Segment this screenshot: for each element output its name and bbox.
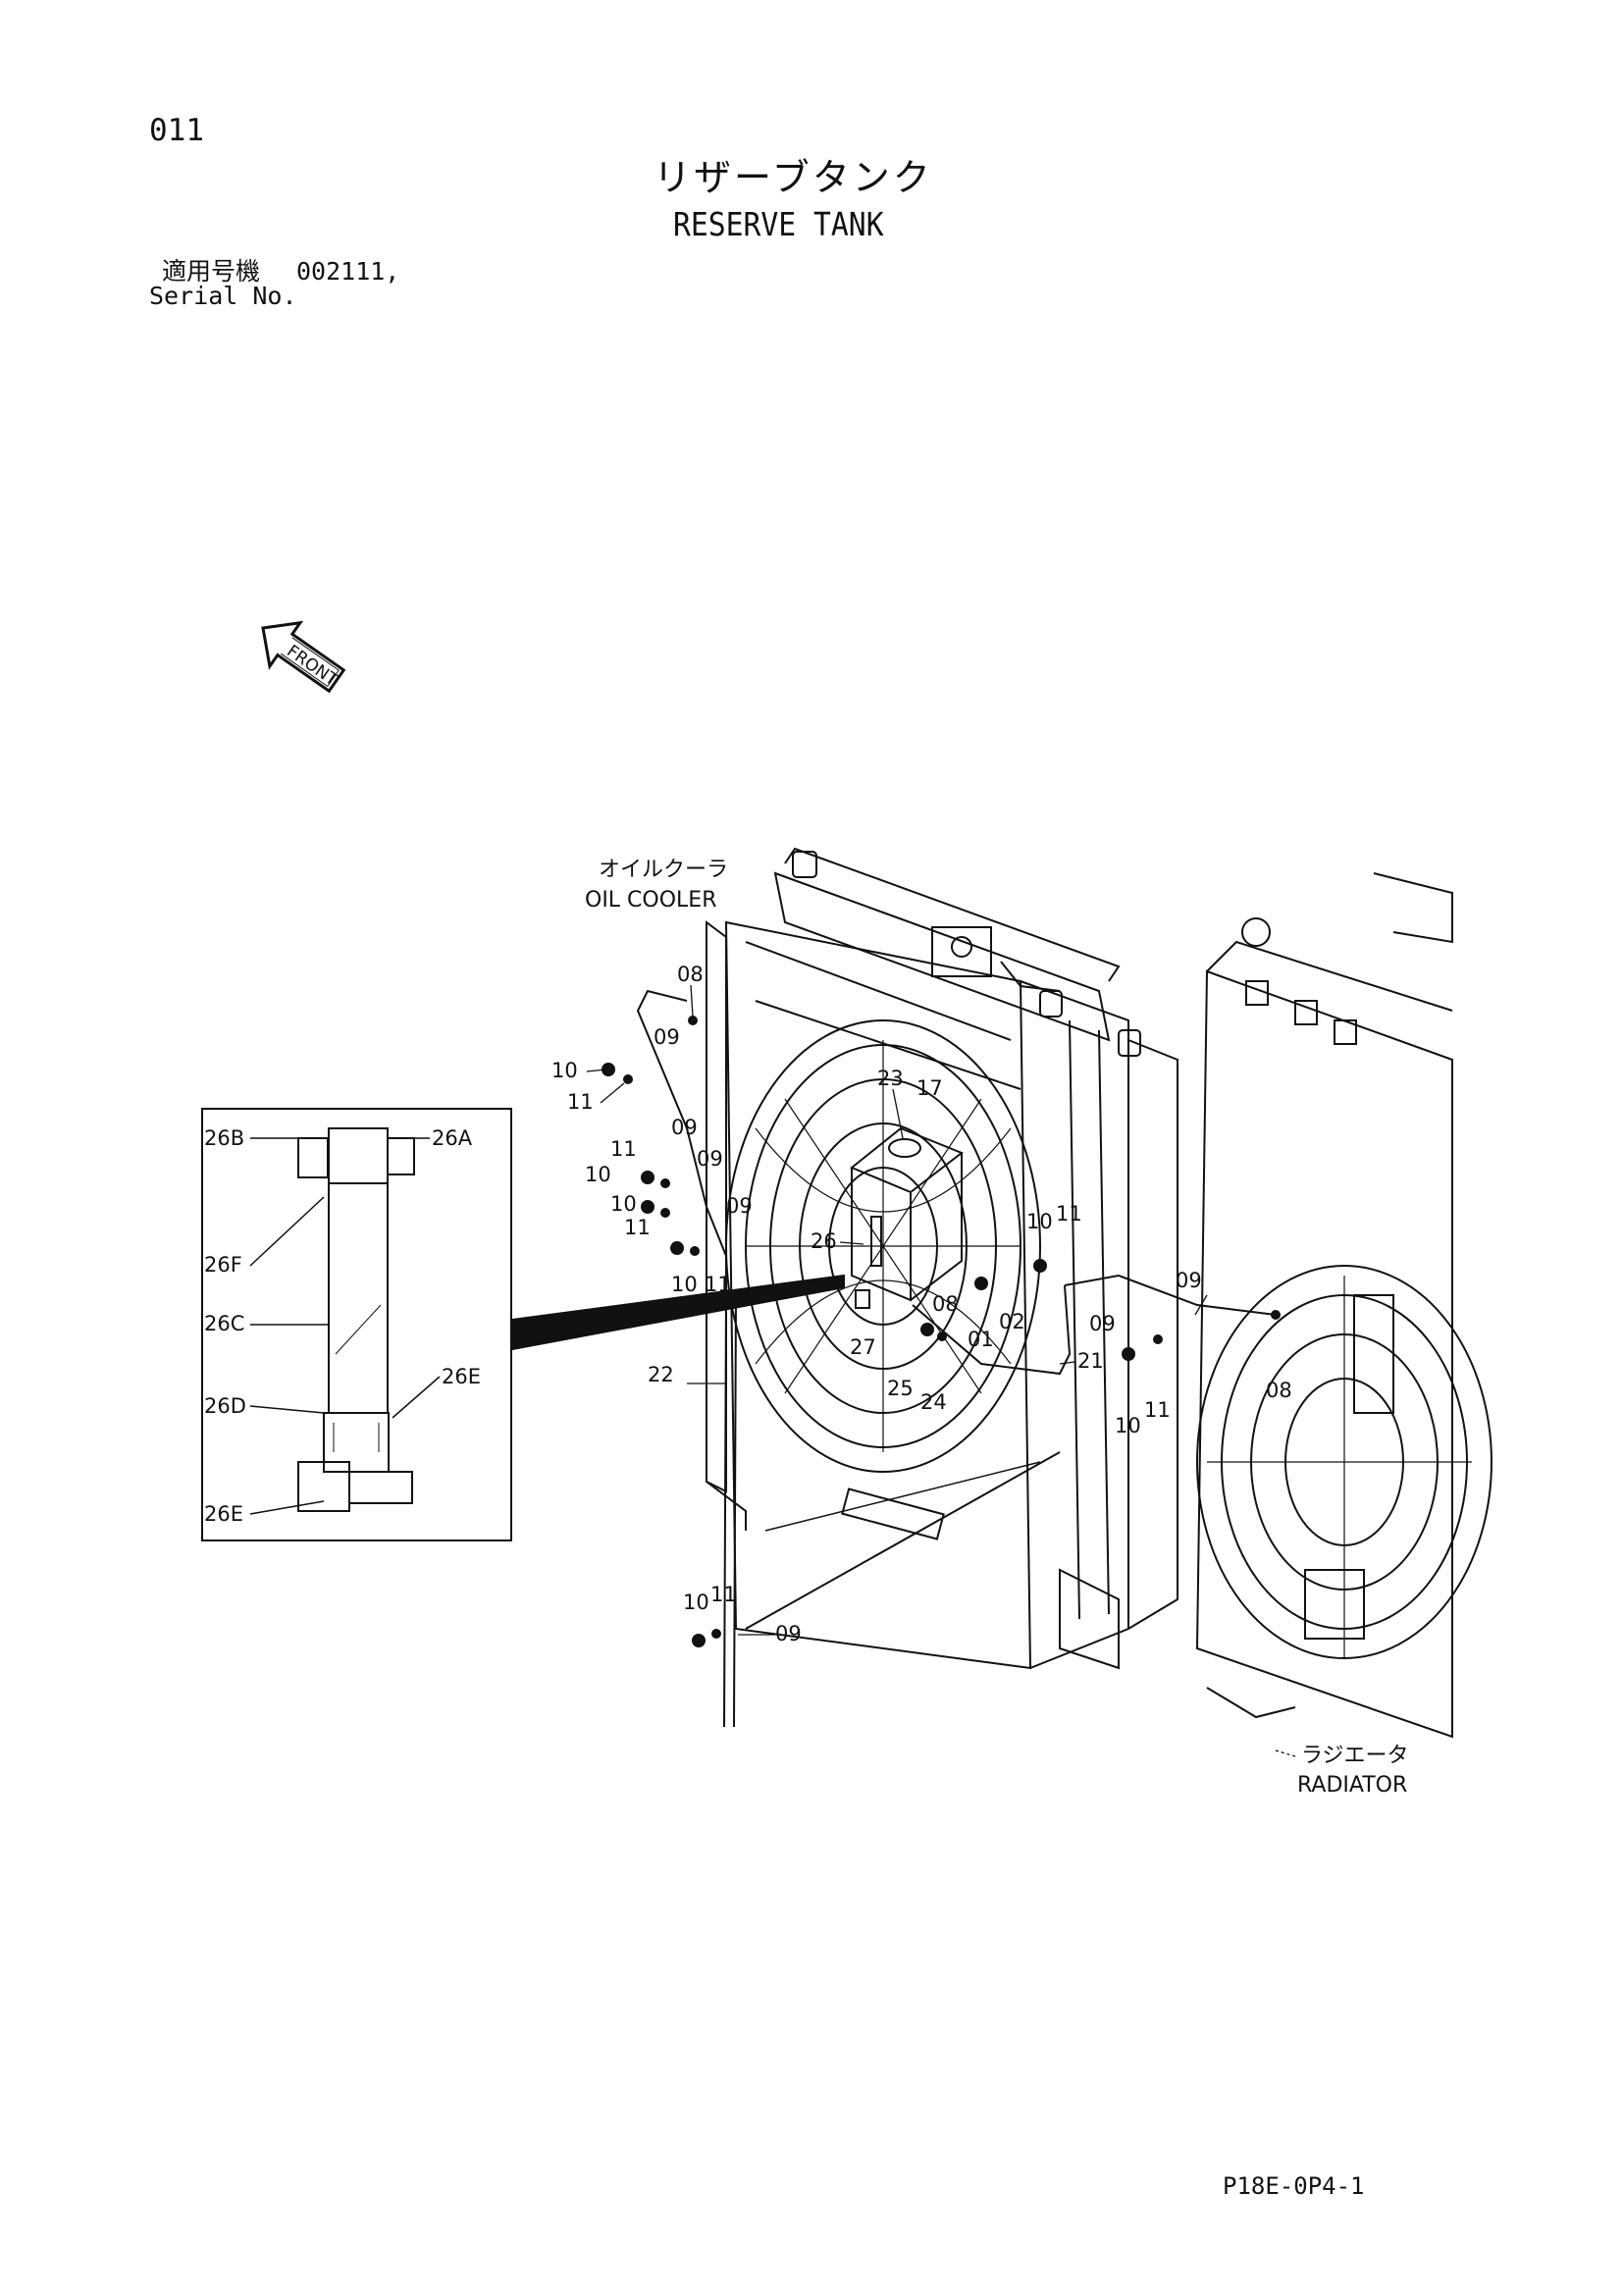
detail-inset: 26B 26A 26F 26C 26D 26E 26E xyxy=(201,1108,512,1541)
callout-23: 23 xyxy=(877,1067,904,1090)
callout-11: 11 xyxy=(1056,1202,1082,1226)
callout-09: 09 xyxy=(697,1147,723,1171)
oil-cooler-label-japanese: オイルクーラ xyxy=(599,858,728,882)
document-id: P18E-0P4-1 xyxy=(1223,2172,1365,2200)
page-title: RESERVE TANK xyxy=(673,205,884,243)
callout-26f: 26F xyxy=(204,1253,242,1277)
callout-10: 10 xyxy=(585,1163,611,1186)
radiator-label: RADIATOR xyxy=(1297,1773,1407,1798)
callout-10: 10 xyxy=(610,1192,637,1216)
callout-21: 21 xyxy=(1077,1349,1104,1373)
detail-leader xyxy=(511,1274,845,1351)
callout-26b: 26B xyxy=(204,1126,244,1150)
serial-number-value: 002111, xyxy=(296,257,400,286)
title-japanese: リザーブタンク xyxy=(654,156,933,199)
callout-09: 09 xyxy=(726,1194,753,1218)
callout-10: 10 xyxy=(683,1591,709,1614)
callout-25: 25 xyxy=(887,1377,914,1400)
radiator-label-japanese: ラジエータ xyxy=(1301,1744,1409,1768)
callout-11: 11 xyxy=(567,1090,594,1114)
callout-10: 10 xyxy=(1115,1414,1141,1437)
oil-cooler-assembly xyxy=(706,847,1178,1670)
callout-17: 17 xyxy=(916,1076,943,1100)
callout-26: 26 xyxy=(811,1229,837,1253)
serial-label-japanese: 適用号機 xyxy=(162,257,261,286)
callout-26d: 26D xyxy=(204,1394,246,1418)
callout-11: 11 xyxy=(705,1273,731,1296)
callout-09: 09 xyxy=(671,1116,698,1139)
callout-08: 08 xyxy=(677,963,704,986)
front-arrow-icon: FRONT xyxy=(261,620,346,694)
callout-26e-top: 26E xyxy=(442,1365,481,1388)
callout-10: 10 xyxy=(1026,1210,1053,1233)
callout-26e-bottom: 26E xyxy=(204,1502,243,1526)
callout-09: 09 xyxy=(654,1025,680,1049)
callout-26c: 26C xyxy=(204,1312,244,1335)
callout-02: 02 xyxy=(999,1310,1025,1333)
callout-24: 24 xyxy=(920,1390,947,1414)
callout-11: 11 xyxy=(610,1137,637,1161)
callout-11: 11 xyxy=(624,1216,651,1239)
callout-09: 09 xyxy=(1089,1312,1116,1335)
callout-09: 09 xyxy=(1176,1269,1202,1292)
callout-09: 09 xyxy=(775,1622,802,1645)
callout-leaders xyxy=(586,984,1208,1636)
callout-11: 11 xyxy=(1144,1398,1171,1422)
radiator-assembly xyxy=(1195,872,1492,1739)
callout-11: 11 xyxy=(710,1583,737,1606)
callout-26a: 26A xyxy=(432,1126,473,1150)
serial-label: Serial No. xyxy=(149,282,297,310)
page-number: 011 xyxy=(149,113,204,148)
reserve-tank xyxy=(850,1126,964,1309)
radiator-leader xyxy=(1275,1749,1296,1757)
callout-08: 08 xyxy=(1266,1379,1292,1402)
callout-08: 08 xyxy=(932,1292,959,1316)
callout-10: 10 xyxy=(671,1273,698,1296)
hose-lines xyxy=(636,989,1277,1728)
oil-cooler-label: OIL COOLER xyxy=(585,888,717,913)
part-callouts: 08 09 10 11 23 17 11 09 10 09 10 09 11 2… xyxy=(551,963,1292,1645)
callout-01: 01 xyxy=(968,1328,994,1351)
callout-27: 27 xyxy=(850,1335,876,1359)
callout-22: 22 xyxy=(648,1363,674,1386)
callout-10: 10 xyxy=(551,1059,578,1082)
